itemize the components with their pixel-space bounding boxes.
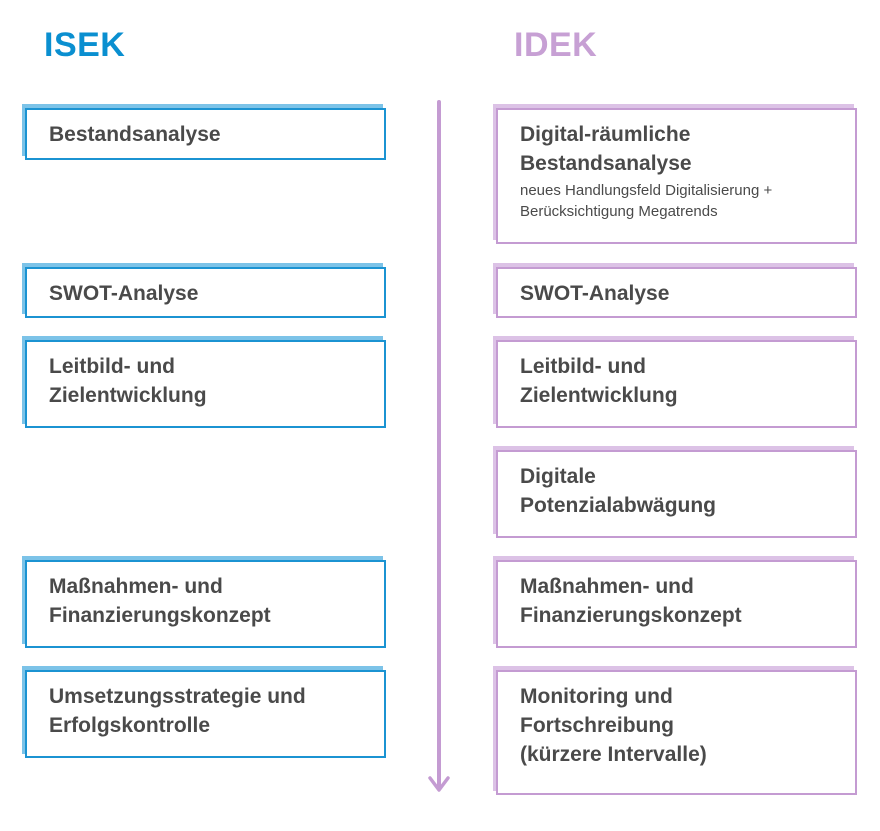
idek-step-swot: SWOT-Analyse <box>496 267 857 318</box>
step-label: Digital-räumliche Bestandsanalyse <box>520 123 692 175</box>
process-arrow-icon <box>428 100 450 792</box>
isek-step-massnahmen: Maßnahmen- und Finanzierungskonzept <box>25 560 386 648</box>
step-label: Bestandsanalyse <box>49 123 221 146</box>
idek-step-leitbild: Leitbild- und Zielentwicklung <box>496 340 857 428</box>
idek-step-bestandsanalyse: Digital-räumliche Bestandsanalyse neues H… <box>496 108 857 244</box>
isek-step-bestandsanalyse: Bestandsanalyse <box>25 108 386 160</box>
idek-step-massnahmen: Maßnahmen- und Finanzierungskonzept <box>496 560 857 648</box>
step-label: Leitbild- und Zielentwicklung <box>520 355 678 407</box>
idek-step-potenzial: Digitale Potenzialabwägung <box>496 450 857 538</box>
idek-step-monitoring: Monitoring und Fortschreibung (kürzere I… <box>496 670 857 795</box>
step-label: Umsetzungsstrategie und Erfolgskontrolle <box>49 685 306 737</box>
step-label: SWOT-Analyse <box>49 282 199 305</box>
step-label: Maßnahmen- und Finanzierungskonzept <box>49 575 271 627</box>
isek-step-leitbild: Leitbild- und Zielentwicklung <box>25 340 386 428</box>
idek-title: IDEK <box>514 26 598 64</box>
step-label: Monitoring und Fortschreibung (kürzere I… <box>520 685 707 766</box>
step-note: neues Handlungsfeld Digitalisierung + Be… <box>520 182 773 220</box>
step-label: Leitbild- und Zielentwicklung <box>49 355 207 407</box>
step-label: Maßnahmen- und Finanzierungskonzept <box>520 575 742 627</box>
isek-title: ISEK <box>44 26 126 64</box>
isek-step-swot: SWOT-Analyse <box>25 267 386 318</box>
step-label: Digitale Potenzialabwägung <box>520 465 717 517</box>
step-label: SWOT-Analyse <box>520 282 670 305</box>
isek-step-umsetzung: Umsetzungsstrategie und Erfolgskontrolle <box>25 670 386 758</box>
